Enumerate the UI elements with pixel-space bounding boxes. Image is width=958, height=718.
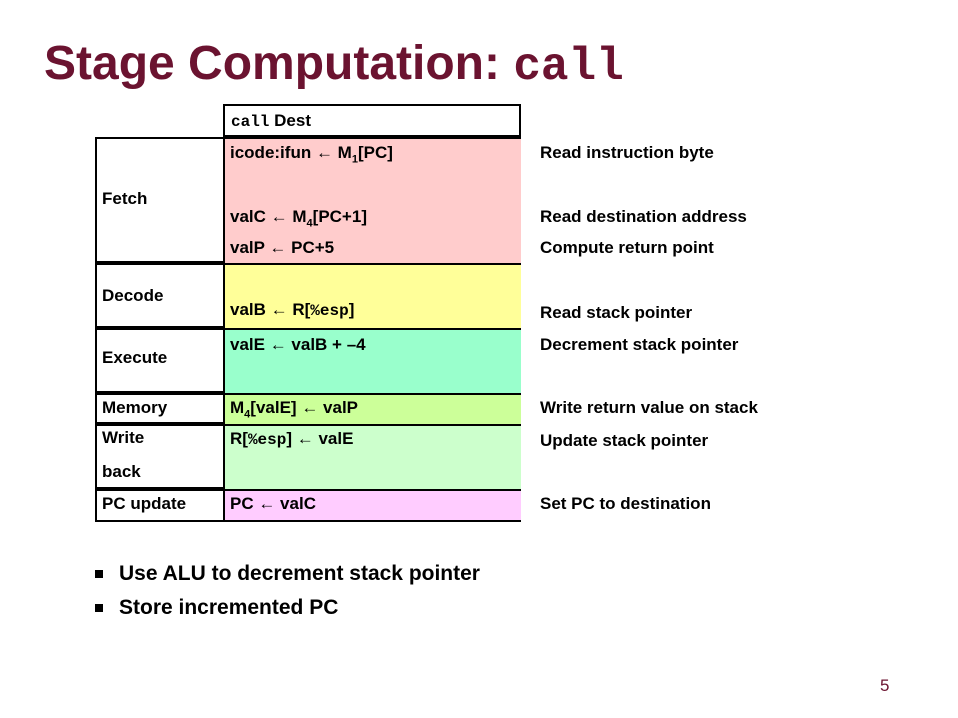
bullet-item: Use ALU to decrement stack pointer — [95, 560, 480, 594]
bullet-text: Use ALU to decrement stack pointer — [119, 562, 480, 585]
fetch-row-1-sub: 1 — [351, 153, 358, 166]
stage-execute: Execute — [102, 348, 168, 367]
header-code: call — [231, 113, 270, 131]
decode-cell — [223, 265, 521, 328]
execute-cell — [223, 330, 521, 393]
write-row-1-code: %esp — [247, 431, 287, 449]
title-code: call — [513, 41, 624, 93]
fetch-cell — [223, 139, 521, 263]
bullet-square-icon — [95, 570, 103, 578]
fetch-row-2-text: valC ← M — [230, 207, 307, 226]
write-row-1-rest: ] ← valE — [286, 429, 354, 448]
stage-write: Write — [102, 428, 145, 447]
memory-row-1: M4[valE] ← valP — [230, 398, 358, 420]
decode-row-1-code: %esp — [310, 302, 349, 320]
page-number: 5 — [880, 676, 890, 695]
execute-row-1: valE ← valB + –4 — [230, 335, 366, 355]
fetch-row-2-rest: [PC+1] — [312, 207, 367, 226]
write-row-1: R[%esp] ← valE — [230, 429, 353, 449]
decode-row-1-rest: ] — [348, 300, 355, 319]
comment-read-instruction: Read instruction byte — [540, 143, 714, 162]
stage-memory: Memory — [102, 398, 168, 417]
decode-row-1-text: valB ← R[ — [230, 300, 311, 319]
bullet-item: Store incremented PC — [95, 594, 480, 628]
execute-row-1-text: valE ← valB + –4 — [230, 335, 366, 354]
fetch-row-3-text: valP ← PC+5 — [230, 238, 335, 257]
memory-row-1-sub: 4 — [244, 408, 251, 421]
memory-cell — [223, 395, 521, 424]
page-title: Stage Computation: call — [44, 34, 624, 97]
pc-update-cell — [223, 491, 521, 520]
memory-row-1-text: M — [230, 398, 245, 417]
comment-read-destination: Read destination address — [540, 207, 747, 226]
bullet-text: Store incremented PC — [119, 596, 339, 619]
comment-return-point: Compute return point — [540, 238, 714, 257]
write-cell — [223, 426, 521, 489]
bullet-list: Use ALU to decrement stack pointer Store… — [95, 560, 480, 628]
decode-row-1: valB ← R[%esp] — [230, 300, 354, 320]
write-row-1-text: R[ — [230, 429, 248, 448]
stage-pc-update: PC update — [102, 494, 187, 513]
fetch-row-1-text: icode:ifun ← M — [230, 143, 352, 162]
fetch-row-2-sub: 4 — [306, 217, 313, 230]
pc-row-1-text: PC ← valC — [230, 494, 316, 513]
fetch-row-1-rest: [PC] — [357, 143, 393, 162]
bullet-square-icon — [95, 604, 103, 612]
stage-back: back — [102, 462, 141, 481]
memory-row-1-rest: [valE] ← valP — [250, 398, 359, 417]
comment-set-pc: Set PC to destination — [540, 494, 711, 513]
stage-fetch: Fetch — [102, 189, 148, 208]
instruction-header: call Dest — [223, 104, 521, 137]
fetch-row-3: valP ← PC+5 — [230, 238, 334, 258]
comment-read-stack: Read stack pointer — [540, 303, 693, 322]
comment-decrement-stack: Decrement stack pointer — [540, 335, 739, 354]
fetch-row-1: icode:ifun ← M1[PC] — [230, 143, 393, 165]
stage-decode: Decode — [102, 286, 164, 305]
header-text: Dest — [269, 111, 311, 130]
pc-row-1: PC ← valC — [230, 494, 316, 514]
comment-write-return: Write return value on stack — [540, 398, 758, 417]
title-text: Stage Computation: — [44, 37, 514, 90]
fetch-row-2: valC ← M4[PC+1] — [230, 207, 367, 229]
comment-update-stack: Update stack pointer — [540, 431, 709, 450]
